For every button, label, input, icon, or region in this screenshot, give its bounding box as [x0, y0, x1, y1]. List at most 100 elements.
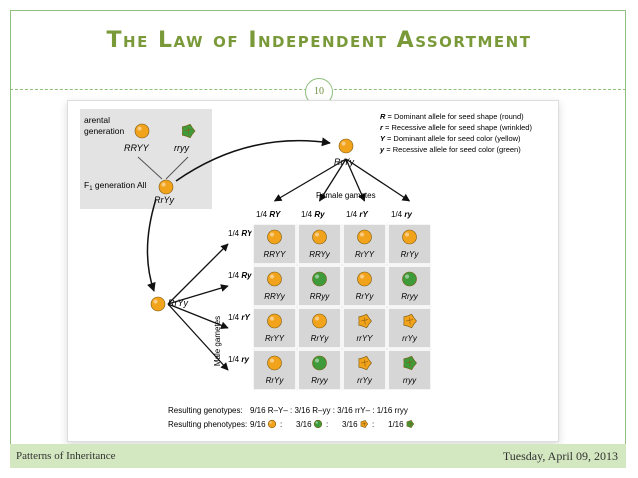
offspring-genotype: RRYy [309, 250, 331, 259]
row-header: 1/4 Ry [228, 271, 252, 280]
gamete-arrow [167, 303, 229, 371]
parent1-genotype: RRYY [124, 143, 150, 153]
offspring-genotype: rrYy [357, 376, 373, 385]
column-headers: 1/4 RY 1/4 Ry 1/4 rY 1/4 ry [256, 210, 412, 219]
offspring-genotype: RRYy [264, 292, 286, 301]
offspring-genotype: Rryy [311, 376, 328, 385]
slide-footer: Patterns of Inheritance Tuesday, April 0… [10, 444, 626, 468]
parental-label-1: arental [84, 115, 110, 125]
male-gamete-arrows [167, 243, 229, 371]
parent-cross-line [137, 156, 163, 180]
slide-title: The Law of Independent Assortment [106, 28, 532, 53]
parental-label-2: generation [84, 126, 124, 136]
top-parent-pea [338, 138, 354, 154]
left-parent-pea [150, 296, 166, 312]
offspring-pea-icon [312, 355, 327, 371]
offspring-pea-icon [402, 229, 417, 245]
allele-legend: R = Dominant allele for seed shape (roun… [379, 112, 532, 154]
male-gametes-label: Male gametes [213, 316, 222, 366]
punnett-cell [387, 307, 432, 349]
legend-entry: R = Dominant allele for seed shape (roun… [380, 112, 524, 121]
offspring-genotype: rrYy [402, 334, 418, 343]
legend-entry: Y = Dominant allele for seed color (yell… [380, 134, 521, 143]
genotypes-ratio: 9/16 R–Y– : 3/16 R–yy : 3/16 rrY– : 1/16… [250, 406, 408, 415]
row-header: 1/4 RY [228, 229, 253, 238]
gamete-arrow [273, 158, 347, 202]
offspring-genotype: RrYY [355, 250, 375, 259]
phenotype-fraction: 3/16 [342, 420, 358, 429]
offspring-pea-icon [267, 271, 282, 287]
offspring-pea-icon [312, 271, 327, 287]
offspring-pea-icon [357, 271, 372, 287]
offspring-pea-icon [312, 313, 327, 329]
offspring-pea-icon [312, 229, 327, 245]
legend-entry: r = Recessive allele for seed shape (wri… [380, 123, 532, 132]
phenotype-fraction: 3/16 [296, 420, 312, 429]
column-header: 1/4 rY [346, 210, 368, 219]
phenotype-pea-icon [313, 419, 323, 429]
f1-genotype: RrYy [154, 195, 174, 205]
parent1-pea [134, 123, 150, 139]
offspring-pea-icon [358, 355, 372, 371]
offspring-genotype: RRyy [310, 292, 331, 301]
phenotype-ratios: 9/16:3/16:3/16:1/16 [250, 419, 415, 429]
offspring-pea-icon [267, 313, 282, 329]
phenotype-fraction: 9/16 [250, 420, 266, 429]
offspring-genotype: rrYY [357, 334, 374, 343]
offspring-pea-icon [403, 313, 417, 329]
ratio-separator: : [326, 420, 328, 429]
parent-cross-line-2 [165, 156, 189, 180]
punnett-figure-svg: arental generation RRYY rryy F1 generati… [80, 109, 532, 429]
punnett-cell [387, 349, 432, 391]
footer-date: Tuesday, April 09, 2013 [502, 449, 618, 463]
left-parent-genotype: RrYy [168, 298, 188, 308]
top-parent-pea-icon [338, 138, 354, 154]
parent2-pea-icon [181, 123, 196, 139]
gamete-arrow [167, 284, 229, 305]
gamete-arrow [167, 243, 229, 305]
gamete-arrow [167, 303, 229, 330]
column-header: 1/4 RY [256, 210, 281, 219]
column-header: 1/4 Ry [301, 210, 325, 219]
offspring-genotype: RrYY [265, 334, 285, 343]
offspring-genotype: RrYy [356, 292, 375, 301]
gamete-arrow [345, 158, 366, 202]
row-header: 1/4 rY [228, 313, 250, 322]
offspring-pea-icon [358, 313, 372, 329]
offspring-genotype: RrYy [311, 334, 330, 343]
row-header: 1/4 ry [228, 355, 249, 364]
f1-generation-label: F1 generation All [84, 180, 147, 192]
offspring-genotype: rryy [403, 376, 417, 385]
offspring-genotype: RrYy [266, 376, 285, 385]
genotypes-label: Resulting genotypes: [168, 406, 243, 415]
offspring-genotype: Rryy [401, 292, 418, 301]
offspring-pea-icon [402, 271, 417, 287]
offspring-pea-icon [267, 355, 282, 371]
gamete-arrow [318, 158, 347, 202]
phenotype-pea-icon [267, 419, 277, 429]
footer-course-title: Patterns of Inheritance [16, 450, 116, 462]
parent2-pea [181, 123, 196, 139]
offspring-pea-icon [403, 355, 417, 371]
f1-pea-icon [158, 179, 174, 195]
f1-pea [158, 179, 174, 195]
phenotypes-label: Resulting phenotypes: [168, 420, 247, 429]
dihybrid-cross-figure: arental generation RRYY rryy F1 generati… [67, 100, 559, 442]
row-headers: 1/4 RY 1/4 Ry 1/4 rY 1/4 ry [228, 229, 253, 364]
female-gamete-arrows [273, 158, 411, 202]
female-gametes-label: Female gametes [316, 191, 376, 200]
left-parent-pea-icon [150, 296, 166, 312]
arrow-f1-to-left-parent [146, 198, 157, 292]
parent2-genotype: rryy [174, 143, 189, 153]
punnett-cell [342, 307, 387, 349]
offspring-genotype: RrYy [401, 250, 420, 259]
ratio-separator: : [280, 420, 282, 429]
column-header: 1/4 ry [391, 210, 412, 219]
offspring-pea-icon [357, 229, 372, 245]
offspring-genotype: RRYY [264, 250, 287, 259]
arrow-f1-to-top-parent [175, 137, 331, 182]
offspring-pea-icon [267, 229, 282, 245]
gamete-arrow [345, 158, 411, 202]
legend-entry: y = Recessive allele for seed color (gre… [379, 145, 521, 154]
